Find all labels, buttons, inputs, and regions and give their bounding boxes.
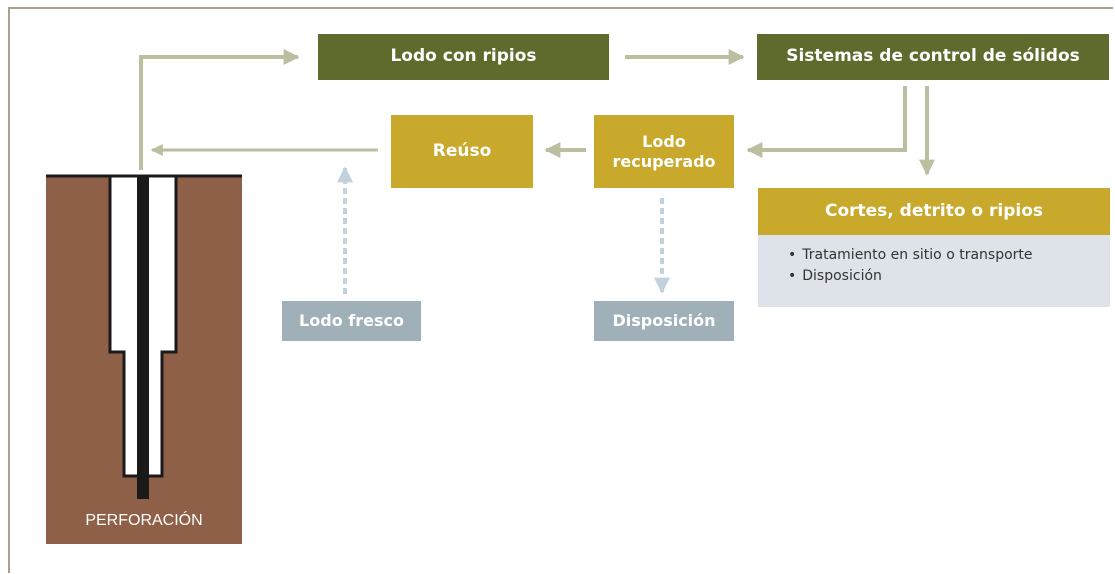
cortes-detail-text: Disposición	[802, 268, 882, 284]
cortes-detail-item: • Tratamiento en sitio o transporte	[788, 245, 1110, 266]
node-lodo-recuperado-label-line2: recuperado	[612, 151, 716, 171]
node-lodo-recuperado-label-line1: Lodo	[642, 131, 686, 151]
node-sistemas-control-solidos-label: Sistemas de control de sólidos	[786, 46, 1080, 67]
node-disposicion: Disposición	[594, 301, 734, 341]
diagram-frame	[8, 7, 1113, 573]
node-lodo-fresco-label: Lodo fresco	[299, 311, 404, 330]
node-cortes-detrito-ripios: Cortes, detrito o ripios	[758, 188, 1110, 235]
node-cortes-label: Cortes, detrito o ripios	[824, 200, 1044, 221]
bullet-icon: •	[788, 268, 797, 284]
node-lodo-fresco: Lodo fresco	[282, 301, 421, 341]
node-lodo-con-ripios: Lodo con ripios	[318, 34, 609, 80]
cortes-details-list: • Tratamiento en sitio o transporte • Disp…	[788, 245, 1110, 287]
bullet-icon: •	[788, 247, 797, 263]
well-label: PERFORACIÓN	[85, 512, 203, 529]
node-reuso: Reúso	[391, 115, 533, 188]
arrow-sistemas-to-lodo-recuperado	[746, 86, 907, 158]
node-lodo-recuperado: Lodo recuperado	[594, 115, 734, 188]
cortes-details-panel: • Tratamiento en sitio o transporte • Disp…	[758, 235, 1110, 307]
node-disposicion-label: Disposición	[612, 311, 716, 330]
node-reuso-label: Reúso	[432, 140, 492, 161]
node-lodo-con-ripios-label: Lodo con ripios	[390, 46, 537, 67]
cortes-detail-item: • Disposición	[788, 266, 1110, 287]
drill-pipe	[137, 176, 149, 499]
cortes-detail-text: Tratamiento en sitio o transporte	[802, 247, 1033, 263]
node-sistemas-control-solidos: Sistemas de control de sólidos	[757, 34, 1109, 80]
arrow-well-to-lodo-ripios	[139, 49, 300, 170]
